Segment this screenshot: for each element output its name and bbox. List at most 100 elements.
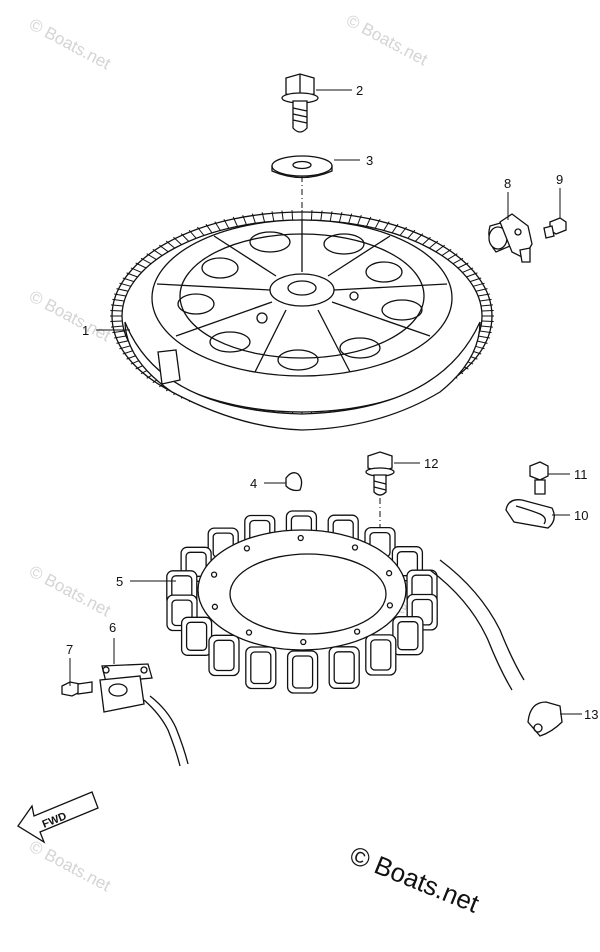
gear-tooth (452, 257, 464, 265)
gear-tooth (435, 244, 446, 253)
callout-1: 1 (82, 323, 89, 338)
callout-4: 4 (250, 476, 257, 491)
gear-tooth (357, 215, 362, 225)
watermarks: © Boats.net © Boats.net © Boats.net © Bo… (26, 11, 431, 896)
gear-tooth (110, 320, 123, 322)
gear-tooth (165, 240, 176, 249)
gear-tooth (481, 320, 494, 322)
stator-part-5 (166, 510, 525, 694)
watermark-1: © Boats.net (26, 15, 114, 74)
gear-tooth (242, 215, 247, 225)
stator-bolt-hole (385, 570, 393, 577)
gear-tooth (478, 335, 490, 339)
gear-tooth (399, 226, 407, 236)
callout-numbers: 1 2 3 4 5 6 7 8 9 10 11 12 13 (66, 83, 598, 722)
stator-bolt-hole (245, 629, 253, 636)
gear-tooth (320, 210, 323, 221)
gear-tooth (457, 262, 469, 269)
callout-10: 10 (574, 508, 588, 523)
stator-coil (365, 634, 397, 676)
screw-part-7 (61, 681, 93, 697)
gear-tooth (122, 277, 135, 283)
gear-tooth (428, 240, 439, 249)
pulser-coil-part-6 (99, 663, 189, 767)
stator-bolt-hole (351, 544, 359, 551)
gear-tooth (391, 223, 399, 234)
stator-coil (180, 616, 213, 656)
gear-tooth (112, 330, 125, 334)
gear-tooth (329, 211, 333, 222)
gear-tooth (374, 218, 381, 229)
sensor-part-8 (488, 213, 533, 263)
gear-tooth (180, 233, 190, 242)
callout-13: 13 (584, 707, 598, 722)
watermark-2: © Boats.net (343, 11, 431, 70)
fwd-arrow: FWD (17, 791, 99, 844)
gear-tooth (422, 236, 431, 246)
gear-tooth (111, 304, 124, 307)
gear-tooth (126, 272, 138, 278)
gear-tooth (475, 288, 488, 292)
gear-tooth (481, 310, 494, 312)
gear-tooth (271, 211, 275, 222)
gear-tooth (407, 229, 416, 239)
gear-tooth (223, 218, 230, 229)
callout-6: 6 (109, 620, 116, 635)
callout-5: 5 (116, 574, 123, 589)
gear-tooth (366, 216, 372, 227)
gear-tooth (466, 272, 478, 278)
stator-bolt-hole (211, 603, 219, 610)
gear-tooth (173, 236, 182, 246)
screw-part-9 (543, 217, 567, 239)
callout-9: 9 (556, 172, 563, 187)
gear-tooth (140, 257, 152, 265)
stator-bolt-hole (386, 602, 394, 609)
gear-tooth (152, 248, 163, 257)
watermark-3: © Boats.net (26, 287, 114, 346)
gear-tooth (310, 210, 313, 221)
gear-tooth (146, 253, 157, 261)
callout-11: 11 (574, 467, 588, 482)
gear-tooth (205, 223, 213, 234)
gear-tooth (119, 282, 131, 287)
callout-2: 2 (356, 83, 363, 98)
gear-tooth (383, 221, 390, 231)
gear-tooth (479, 330, 492, 334)
copyright-text: © Boats.net (346, 840, 484, 919)
gear-tooth (158, 244, 169, 253)
gear-tooth (473, 282, 485, 287)
stator-bolt-hole (210, 571, 218, 578)
gear-tooth (112, 298, 125, 302)
gear-tooth (261, 212, 266, 223)
gear-tooth (232, 216, 238, 227)
clamp-part-13 (527, 701, 563, 737)
watermark-7: © Boats.net (26, 837, 114, 896)
stator-bolt-hole (297, 534, 304, 542)
leader-lines (69, 89, 582, 715)
flywheel-part-1 (110, 210, 494, 431)
stator-coil (392, 616, 424, 656)
callout-7: 7 (66, 642, 73, 657)
stator-coil (208, 634, 240, 677)
gear-tooth (188, 229, 197, 239)
gear-tooth (116, 340, 129, 344)
clamp-part-10 (505, 499, 555, 529)
gear-tooth (469, 277, 482, 283)
gear-tooth (462, 267, 474, 273)
gear-tooth (281, 210, 284, 221)
gear-tooth (214, 221, 221, 231)
gear-tooth (348, 213, 353, 224)
gear-tooth (251, 213, 256, 224)
bolt-part-12 (365, 451, 395, 496)
gear-tooth (480, 325, 493, 328)
stator-coil (245, 646, 277, 690)
key-part-4 (285, 472, 303, 492)
gear-tooth (197, 226, 205, 236)
gear-tooth (116, 288, 129, 292)
gear-tooth (114, 293, 126, 297)
gear-tooth (119, 345, 131, 350)
gear-tooth (291, 210, 294, 221)
gear-tooth (114, 335, 126, 339)
callout-8: 8 (504, 176, 511, 191)
